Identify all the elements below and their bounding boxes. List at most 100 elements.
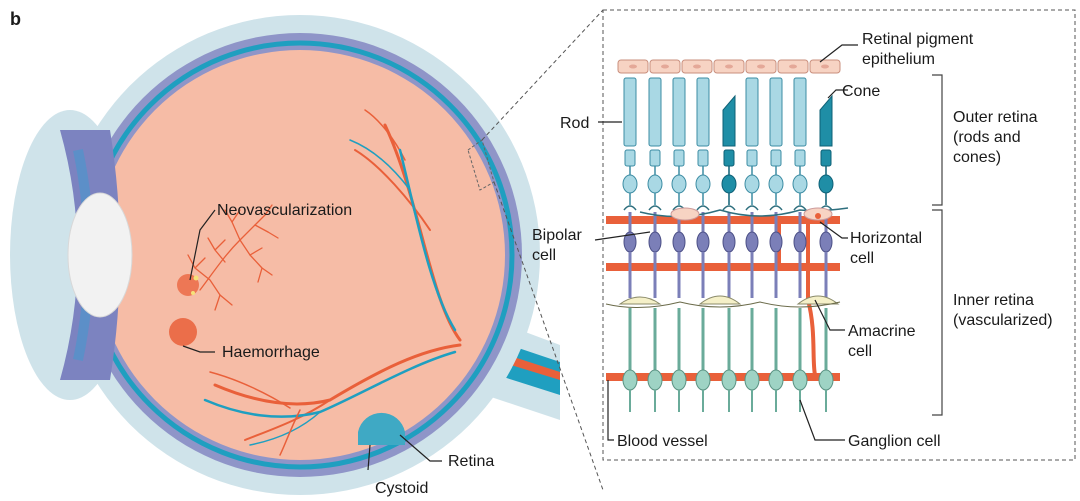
cone-outer-segment — [722, 94, 736, 147]
photoreceptor-nucleus — [818, 174, 834, 194]
synaptic-terminal — [769, 205, 783, 211]
ganglion-cell-body — [647, 369, 663, 391]
inner-segment — [649, 149, 661, 167]
amacrine-label-line2: cell — [848, 343, 872, 360]
inner-segment — [697, 149, 709, 167]
eye-leader-lines — [182, 209, 442, 471]
neovascular-bleed — [177, 274, 199, 296]
amacrine-cells — [618, 295, 840, 305]
retinal-vessels — [203, 109, 462, 456]
bipolar-cell-body — [722, 231, 736, 253]
amacrine-cell — [796, 295, 840, 305]
eye-cross-section — [10, 15, 560, 495]
rod-column — [695, 77, 711, 412]
photoreceptor-nucleus — [671, 174, 687, 194]
rod-outer-segment — [648, 77, 662, 147]
rod-label: Rod — [560, 115, 589, 132]
horizontal-label-line2: cell — [850, 250, 874, 267]
synaptic-terminal — [623, 205, 637, 211]
rod-column — [792, 77, 808, 412]
bipolar-cell-body — [769, 231, 783, 253]
synaptic-terminal — [793, 205, 807, 211]
bipolar-cell-body — [793, 231, 807, 253]
outer-retina-label-line2: (rods and — [953, 129, 1021, 146]
haemorrhage-label: Haemorrhage — [222, 344, 320, 361]
photoreceptor-nucleus — [792, 174, 808, 194]
interneurons — [605, 207, 849, 309]
ganglion-cell-body — [818, 369, 834, 391]
bipolar-cell-body — [696, 231, 710, 253]
retina-label: Retina — [448, 453, 494, 470]
photoreceptor-nucleus — [768, 174, 784, 194]
rpe-label-line2: epithelium — [862, 51, 935, 68]
photoreceptor-nucleus — [744, 174, 760, 194]
neovascularization-cluster — [187, 204, 279, 311]
ganglion-label: Ganglion cell — [848, 433, 941, 450]
cystoid-lesion — [358, 412, 405, 445]
synaptic-terminal — [696, 205, 710, 211]
retina-inset-frame — [602, 9, 1076, 461]
rod-column — [647, 77, 663, 412]
rod-column — [768, 77, 784, 412]
rpe-nucleus — [789, 64, 797, 69]
rod-outer-segment — [769, 77, 783, 147]
inner-segment — [723, 149, 735, 167]
inner-segment — [794, 149, 806, 167]
ganglion-cell-body — [792, 369, 808, 391]
layer-braces — [932, 74, 943, 416]
exudate-spot — [193, 275, 199, 281]
inner-segment — [673, 149, 685, 167]
synaptic-terminal — [648, 205, 662, 211]
rpe-nucleus — [821, 64, 829, 69]
cone-outer-segment — [819, 94, 833, 147]
lens — [67, 192, 133, 318]
amacrine-process — [605, 301, 841, 309]
retinal-pigment-epithelium — [617, 59, 841, 74]
rpe-nucleus — [757, 64, 765, 69]
rod-outer-segment — [672, 77, 686, 147]
blood-vessel-upper — [606, 216, 840, 224]
exudate-spot — [191, 291, 195, 295]
inner-retina-brace — [932, 209, 943, 416]
rod-column — [622, 77, 638, 412]
inner-segment — [820, 149, 832, 167]
panel-label: b — [10, 9, 21, 29]
ganglion-cell-body — [744, 369, 760, 391]
rod-outer-segment — [745, 77, 759, 147]
bipolar-label-line2: cell — [532, 247, 556, 264]
neovascularization-label: Neovascularization — [217, 202, 352, 219]
bipolar-cell-body — [672, 231, 686, 253]
rod-outer-segment — [623, 77, 637, 147]
rod-column — [744, 77, 760, 412]
outer-retina-label-line1: Outer retina — [953, 109, 1038, 126]
blood-vessel-middle — [606, 263, 840, 271]
inner-segment — [770, 149, 782, 167]
photoreceptor-nucleus — [622, 174, 638, 194]
photoreceptor-nucleus — [695, 174, 711, 194]
amacrine-cell — [698, 295, 742, 305]
inset-connector-top — [481, 9, 604, 141]
ganglion-cell-body — [622, 369, 638, 391]
amacrine-label-line1: Amacrine — [848, 323, 916, 340]
blood-vessel-label: Blood vessel — [617, 433, 708, 450]
outer-retina-brace — [932, 74, 943, 206]
horizontal-cell-body — [670, 207, 700, 221]
outer-retina-label-line3: cones) — [953, 149, 1001, 166]
inner-retina-label-line1: Inner retina — [953, 292, 1034, 309]
bipolar-cell-body — [648, 231, 662, 253]
cone-label: Cone — [842, 83, 880, 100]
rod-column — [671, 77, 687, 412]
ganglion-cell-body — [721, 369, 737, 391]
cone-column — [721, 94, 737, 412]
photoreceptor-nucleus — [721, 174, 737, 194]
rod-outer-segment — [696, 77, 710, 147]
bipolar-label-line1: Bipolar — [532, 227, 582, 244]
cone-column — [818, 94, 834, 412]
inset-connector-bottom — [493, 181, 604, 491]
horizontal-cell-nucleus — [815, 213, 821, 219]
ganglion-cell-body — [768, 369, 784, 391]
rod-outer-segment — [793, 77, 807, 147]
inner-segment — [746, 149, 758, 167]
rpe-label-line1: Retinal pigment — [862, 31, 974, 48]
